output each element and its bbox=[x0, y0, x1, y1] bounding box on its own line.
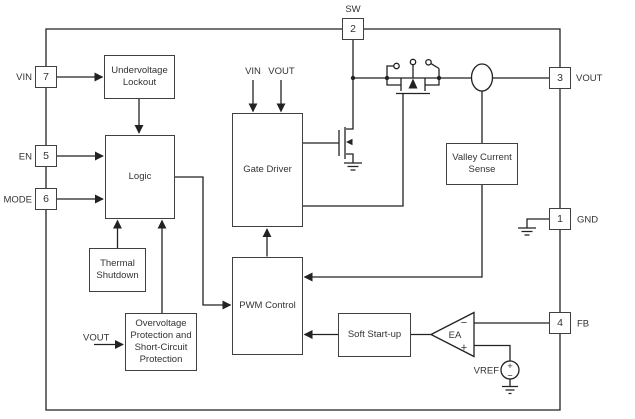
ground-symbol bbox=[502, 385, 518, 395]
switch-contact bbox=[425, 58, 432, 66]
pin-7-vin: 7 bbox=[35, 66, 57, 88]
wire-valley-to-pwm bbox=[303, 184, 483, 282]
pin-label-mode: MODE bbox=[4, 195, 33, 206]
pin-5-en: 5 bbox=[35, 145, 57, 167]
chip-boundary bbox=[45, 28, 561, 411]
gatedriver-vin-label: VIN bbox=[245, 66, 261, 77]
pin-2-sw: 2 bbox=[342, 18, 364, 40]
wire-logic-to-pwm bbox=[175, 176, 232, 310]
pin-label-gnd: GND bbox=[577, 215, 598, 226]
pin-label-vin: VIN bbox=[16, 72, 32, 83]
wire-vref-to-ea bbox=[474, 344, 511, 361]
ea-minus-sign: − bbox=[461, 317, 467, 329]
wire-gatedriver-to-hsgate bbox=[303, 93, 404, 207]
source-minus-sign: − bbox=[507, 371, 512, 381]
switch-contact bbox=[409, 58, 417, 66]
pin-3-vout: 3 bbox=[549, 67, 571, 89]
current-sense-probe bbox=[470, 63, 494, 144]
pin-1-gnd: 1 bbox=[549, 208, 571, 230]
error-amp-label: EA bbox=[449, 330, 462, 341]
block-overvoltage-protection: Overvoltage Protection and Short-Circuit… bbox=[125, 313, 197, 371]
gatedriver-vout-label: VOUT bbox=[268, 66, 295, 77]
pin-label-sw: SW bbox=[345, 4, 360, 15]
block-soft-start: Soft Start-up bbox=[338, 313, 411, 357]
error-amplifier: − + EA bbox=[429, 311, 475, 358]
switch-contact bbox=[393, 62, 400, 70]
vref-label: VREF bbox=[474, 366, 500, 377]
pin-6-mode: 6 bbox=[35, 188, 57, 210]
block-thermal-shutdown: Thermal Shutdown bbox=[89, 248, 146, 292]
gnd-branch bbox=[518, 218, 550, 236]
vref-source-symbol: + − bbox=[500, 360, 520, 395]
low-side-mosfet-symbol bbox=[303, 78, 362, 171]
ea-plus-sign: + bbox=[461, 342, 467, 354]
pin-label-vout: VOUT bbox=[576, 73, 603, 84]
block-gate-driver: Gate Driver bbox=[232, 113, 303, 227]
ground-symbol bbox=[518, 227, 536, 236]
pin-label-en: EN bbox=[19, 152, 32, 163]
source-plus-sign: + bbox=[507, 361, 512, 371]
pin-4-fb: 4 bbox=[549, 312, 571, 334]
block-pwm-control: PWM Control bbox=[232, 257, 303, 355]
pin-label-fb: FB bbox=[577, 319, 589, 330]
ground-symbol bbox=[344, 162, 362, 171]
block-logic: Logic bbox=[105, 135, 175, 219]
block-undervoltage-lockout: Undervoltage Lockout bbox=[104, 55, 175, 99]
high-side-switch-symbol bbox=[303, 58, 440, 207]
block-valley-current-sense: Valley Current Sense bbox=[446, 143, 518, 185]
ovp-vout-label: VOUT bbox=[83, 333, 110, 344]
